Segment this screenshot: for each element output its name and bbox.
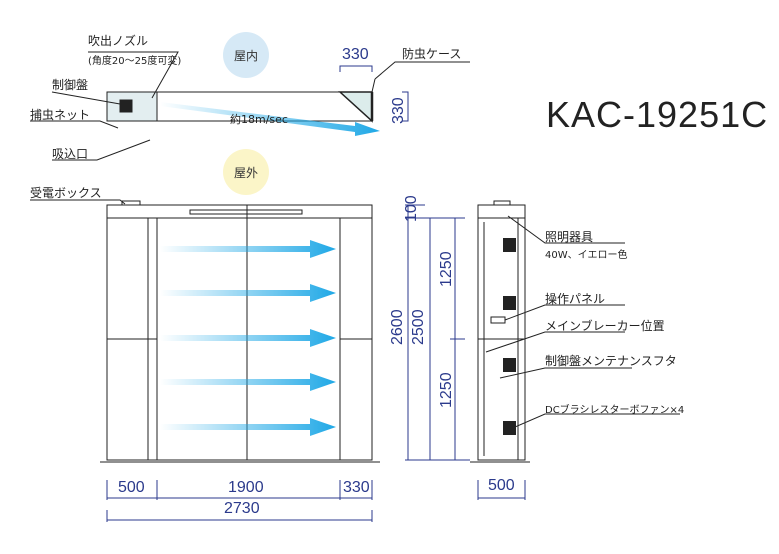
power-box-label: 受電ボックス bbox=[30, 186, 102, 200]
front-airflow-arrow bbox=[160, 418, 336, 436]
outdoor-badge: 屋外 bbox=[223, 149, 269, 195]
outdoor-label: 屋外 bbox=[233, 165, 258, 180]
dim-total-height: 2600 bbox=[389, 309, 406, 345]
insect-net-label: 捕虫ネット bbox=[30, 108, 91, 122]
dim-case-depth: 330 bbox=[390, 97, 407, 124]
indoor-label: 屋内 bbox=[233, 48, 258, 63]
side-fans bbox=[503, 238, 516, 435]
dim-unit-width: 500 bbox=[118, 479, 145, 496]
operation-panel-label: 操作パネル bbox=[545, 292, 606, 306]
air-speed-label: 約18m/sec bbox=[230, 113, 288, 126]
front-view-outline bbox=[106, 204, 373, 461]
indoor-badge: 屋内 bbox=[223, 32, 269, 78]
front-airflow-arrow bbox=[160, 329, 336, 347]
control-panel-label: 制御盤 bbox=[52, 78, 89, 92]
breaker-label: メインブレーカー位置 bbox=[545, 319, 665, 333]
dim-total-width: 2730 bbox=[224, 500, 260, 517]
dim-mid-width: 1900 bbox=[228, 479, 264, 496]
plan-unit bbox=[106, 91, 158, 122]
power-box bbox=[121, 200, 141, 206]
front-airflow-arrow bbox=[160, 284, 336, 302]
model-title: KAC-19251C bbox=[546, 94, 769, 135]
insect-case bbox=[338, 91, 373, 123]
nozzle-note: (角度20〜25度可変) bbox=[88, 56, 182, 67]
dim-top-height: 100 bbox=[403, 195, 420, 222]
nozzle-label: 吹出ノズル bbox=[88, 34, 149, 48]
front-airflow-arrow bbox=[160, 240, 336, 258]
lighting-label: 照明器具 bbox=[545, 230, 594, 244]
dimension-lines bbox=[106, 65, 526, 522]
fan-label: DCブラシレスターボファン×4 bbox=[545, 405, 685, 416]
dim-case-width: 330 bbox=[342, 46, 369, 63]
dim-lower-height: 1250 bbox=[438, 372, 455, 408]
maintenance-lid-label: 制御盤メンテナンスフタ bbox=[545, 354, 677, 368]
intake-label: 吸込口 bbox=[52, 147, 89, 161]
insect-case-label: 防虫ケース bbox=[402, 47, 462, 61]
plan-airflow-arrow bbox=[160, 102, 380, 136]
dim-body-height: 2500 bbox=[410, 309, 427, 345]
lighting-note: 40W、イエロー色 bbox=[545, 250, 628, 261]
airflow-arrows bbox=[160, 102, 380, 436]
dim-right-width: 330 bbox=[343, 479, 370, 496]
dim-upper-height: 1250 bbox=[438, 251, 455, 287]
control-panel-box bbox=[119, 99, 133, 113]
dim-side-width: 500 bbox=[488, 477, 515, 494]
front-airflow-arrow bbox=[160, 373, 336, 391]
